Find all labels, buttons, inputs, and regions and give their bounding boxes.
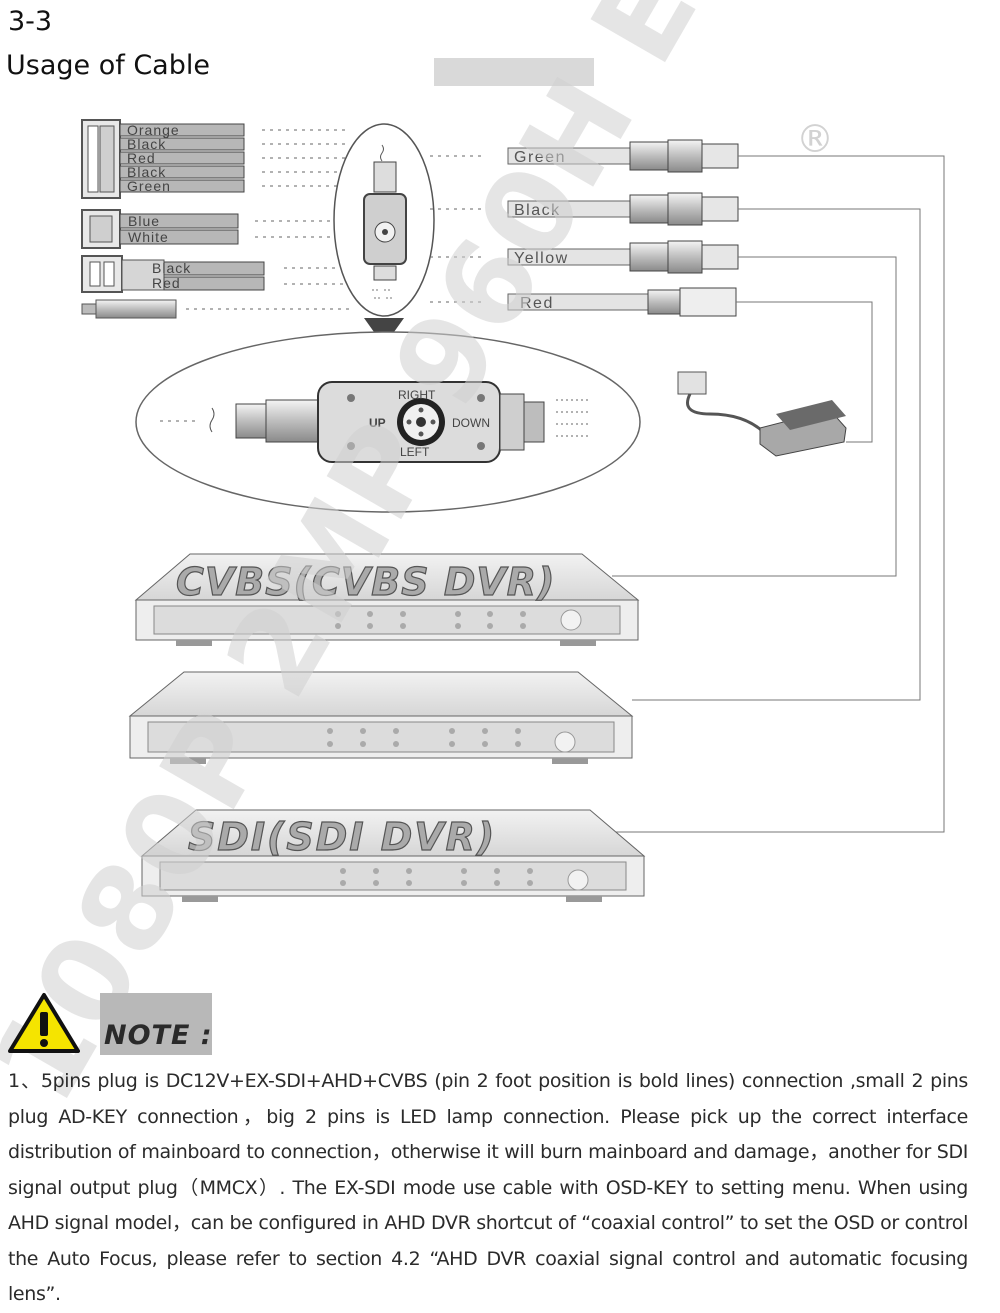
note-paragraph: 1、5pins plug is DC12V+EX-SDI+AHD+CVBS (p… [8,1070,968,1305]
osd-left-label: LEFT [400,445,430,459]
bnc-label-yellow: Yellow [514,250,569,267]
note-box [100,993,212,1055]
ahd-dvr [128,671,634,764]
wire-label-black-1: Black [127,136,166,152]
cvbs-dvr-label: CVBS(CVBS DVR) [176,560,555,604]
routing-lines [612,155,945,833]
osd-down-label: DOWN [452,416,490,430]
osd-right-label: RIGHT [398,388,436,402]
gray-tab [434,58,594,86]
wire-label-black-2: Black [127,164,166,180]
note-label: NOTE : [104,1020,213,1051]
bnc-connectors: Green Black Yellow Red [430,139,739,317]
wire-label-red-2: Red [152,275,181,291]
mmcx-plug [81,299,350,319]
wire-label-green: Green [127,178,171,194]
wire-label-black-3: Black [152,260,191,276]
bnc-label-red: Red [520,295,554,312]
sdi-dvr-label: SDI(SDI DVR) [188,815,496,859]
power-adapter [677,371,847,457]
five-pin-plug: Orange Black Red Black Green [81,119,350,199]
section-number: 3-3 [8,6,53,37]
cable-diagram: Orange Black Red Black Green Blue White [81,119,945,902]
two-pin-small-plug: Blue White [81,209,350,249]
wire-label-orange: Orange [127,122,180,138]
wire-label-white: White [128,229,169,245]
cvbs-dvr: CVBS(CVBS DVR) [134,553,640,646]
two-pin-big-plug: Black Red [81,255,350,293]
section-title: Usage of Cable [6,50,210,81]
osd-key: RIGHT UP DOWN LEFT [135,331,641,513]
sdi-dvr: SDI(SDI DVR) [140,809,646,902]
camera-connector [333,123,435,346]
wire-label-blue: Blue [128,213,160,229]
warning-icon [8,992,80,1054]
bnc-label-green: Green [514,149,566,166]
osd-up-label: UP [369,416,386,430]
wire-label-red: Red [127,150,156,166]
bnc-label-black: Black [514,202,561,219]
